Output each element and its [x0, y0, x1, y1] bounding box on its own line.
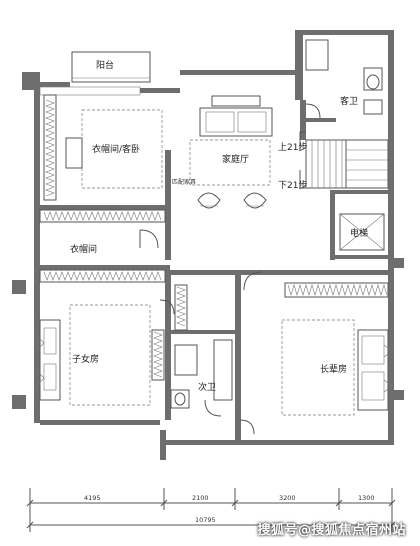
- label-elevator: 电梯: [350, 227, 368, 239]
- dim-segment-1: 4195: [84, 494, 101, 502]
- label-stairs-up: 上21步: [278, 142, 307, 153]
- label-family-hall: 家庭厅: [222, 153, 249, 165]
- dim-total: 10795: [195, 516, 216, 524]
- label-kids-room: 子女房: [72, 353, 99, 365]
- guest-bath-fixtures: [305, 39, 383, 119]
- dimension-lines: [26, 488, 396, 532]
- dim-segment-3: 3200: [279, 494, 296, 502]
- walls: [12, 30, 404, 460]
- elder-room-furniture: [281, 282, 393, 416]
- elevator-shaft: [339, 213, 385, 251]
- dim-segment-2: 2100: [192, 494, 209, 502]
- label-elder-room: 长辈房: [320, 363, 347, 375]
- label-wardrobe-guestroom: 衣帽间/客卧: [92, 143, 140, 155]
- stairs: [299, 131, 389, 189]
- family-hall-furniture: [189, 95, 273, 209]
- balcony-area: [39, 51, 151, 96]
- doors: [139, 229, 263, 435]
- label-balcony: 阳台: [96, 59, 114, 71]
- label-second-bath: 次卫: [198, 381, 216, 393]
- label-furniture-note: 匹配家具: [172, 178, 196, 186]
- label-stairs-down: 下21步: [278, 180, 307, 191]
- kids-room-furniture: [35, 269, 166, 406]
- label-guest-bath: 客卫: [340, 95, 358, 107]
- watermark: 搜狐号@搜狐焦点宿州站: [257, 523, 406, 538]
- label-wardrobe: 衣帽间: [70, 243, 97, 255]
- wardrobe-guestroom: [39, 94, 166, 223]
- second-bath-fixtures: [151, 284, 233, 409]
- dim-segment-4: 1300: [358, 494, 375, 502]
